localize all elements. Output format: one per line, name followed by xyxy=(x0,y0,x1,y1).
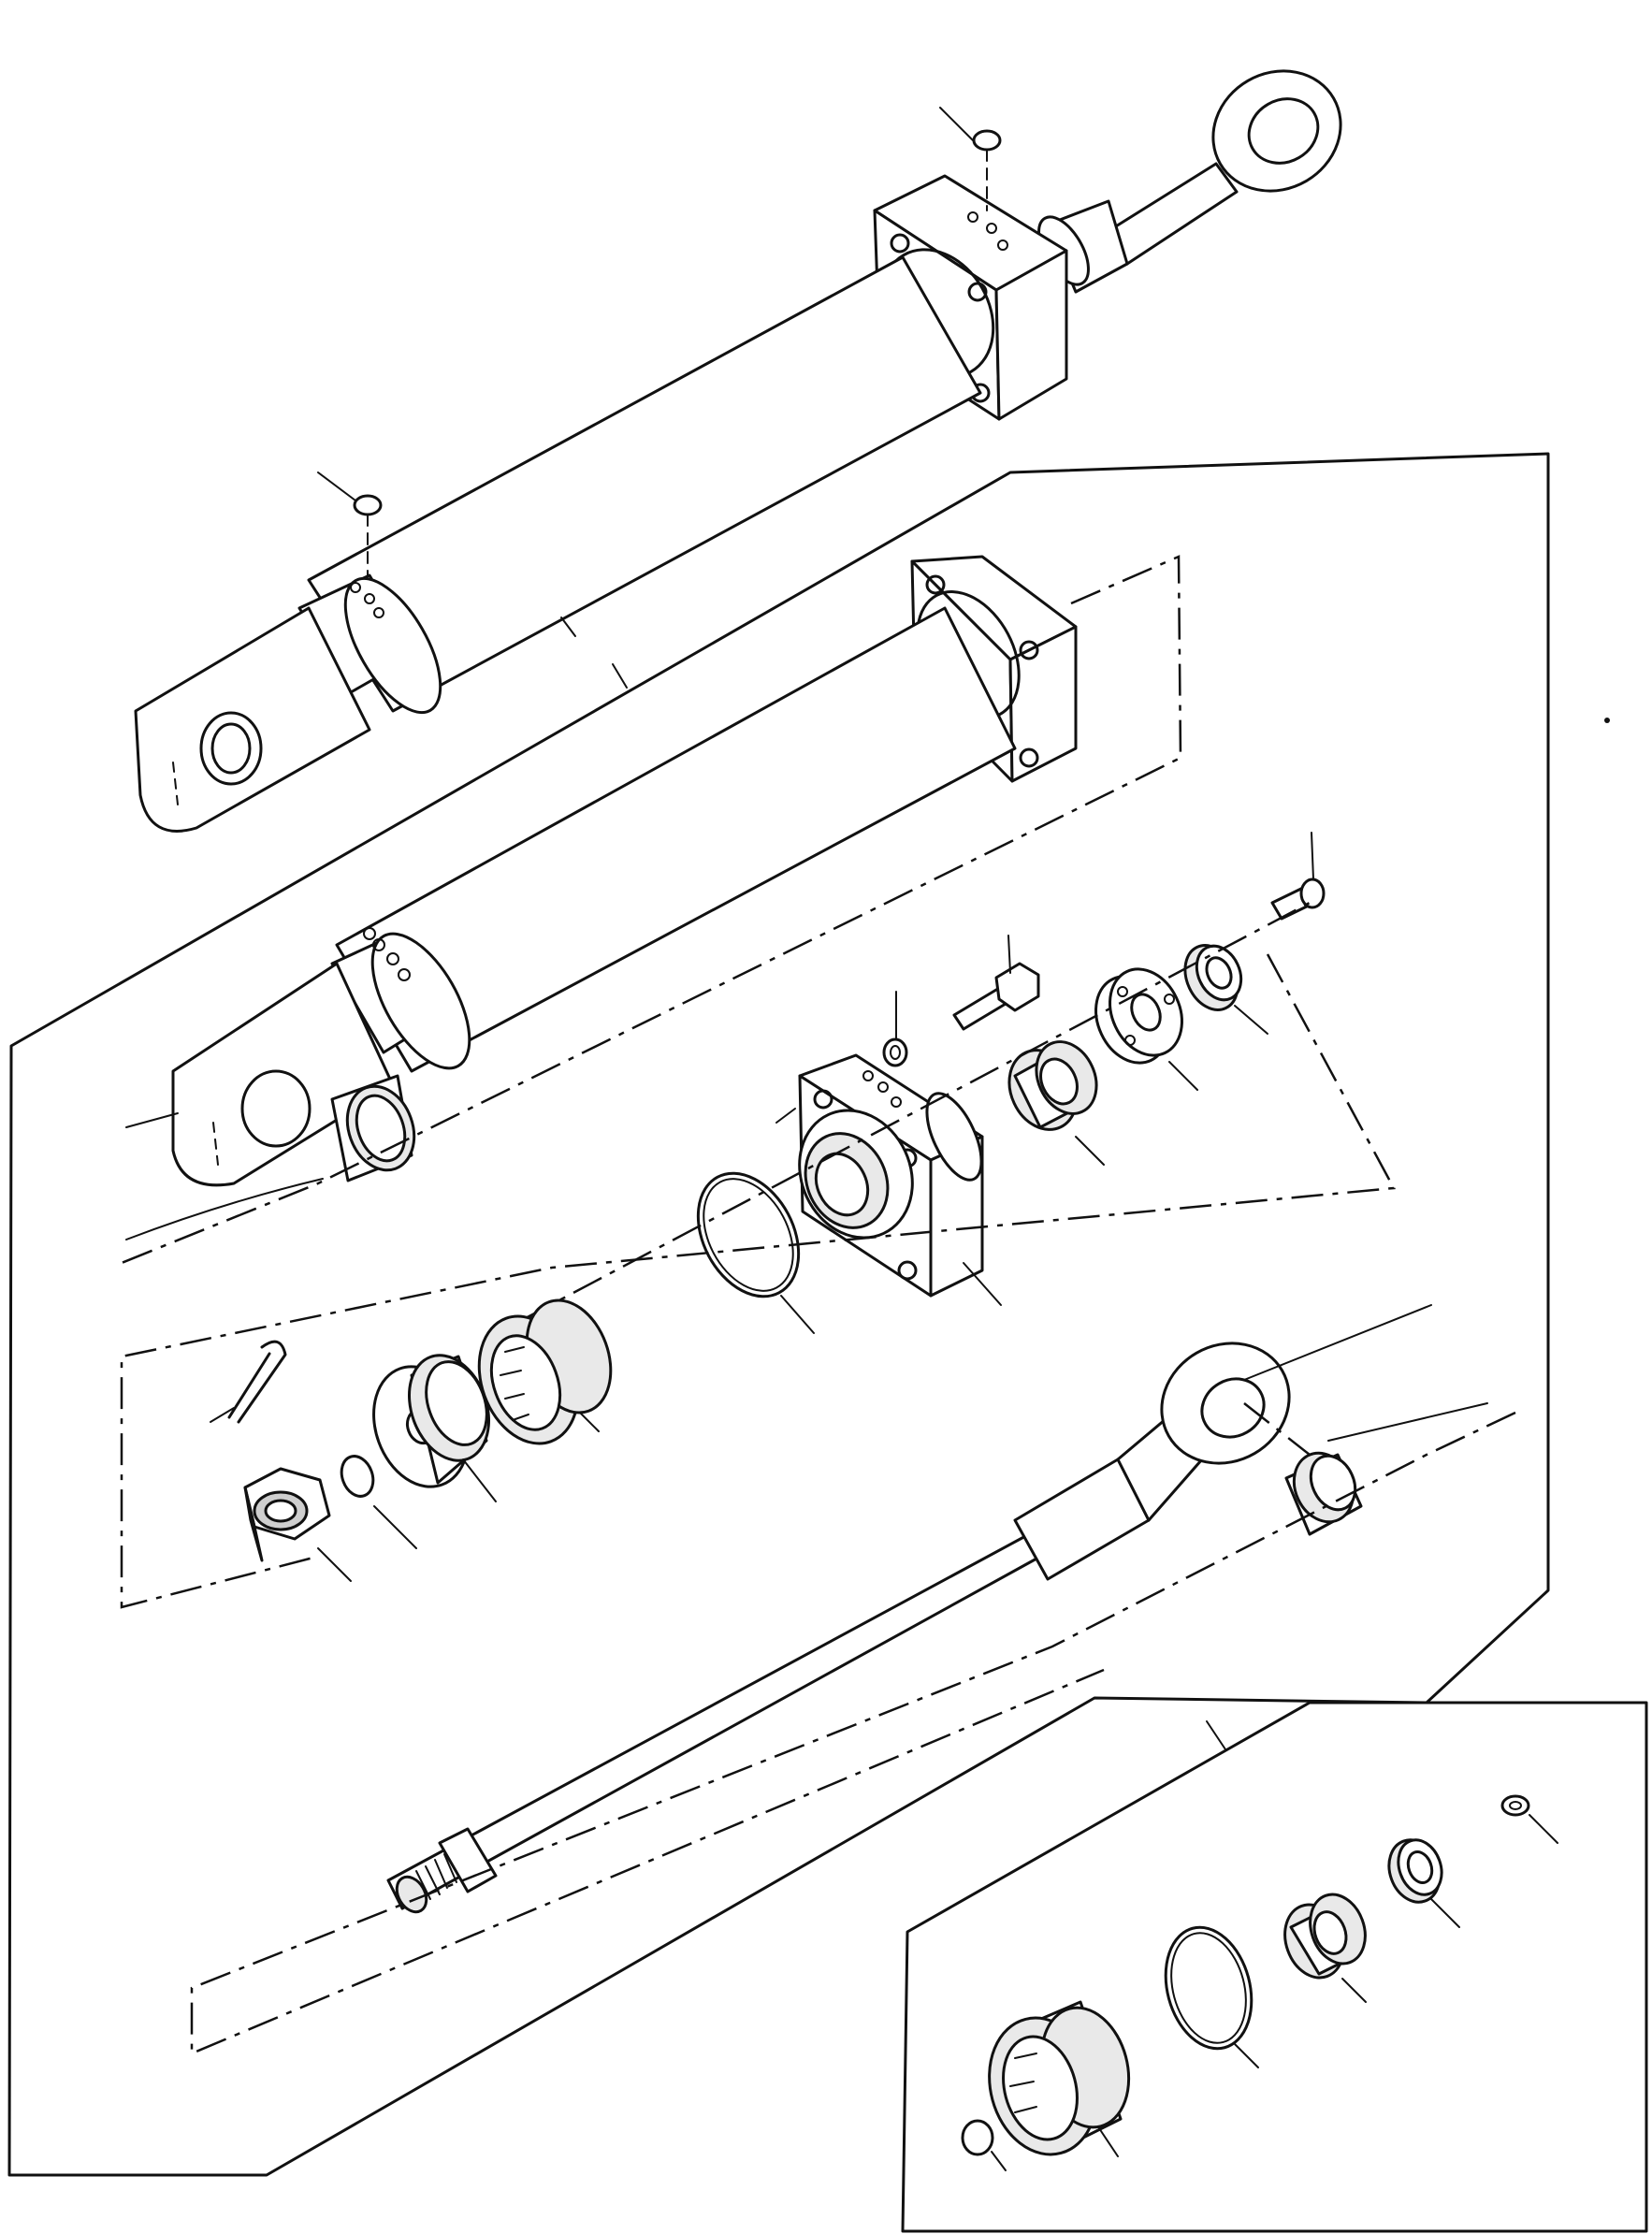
cylinder-head xyxy=(798,1053,984,1298)
grease-fitting-rod-end xyxy=(939,107,1002,211)
kit-washer xyxy=(1500,1794,1558,1844)
kit-dust-wiper xyxy=(1387,1838,1460,1928)
rod-group-line xyxy=(1327,1402,1488,1442)
retainer-plate xyxy=(1094,967,1198,1091)
callout-leader xyxy=(560,617,576,637)
callout-leader xyxy=(775,1108,796,1124)
stray-mark xyxy=(1604,718,1610,723)
head-o-ring xyxy=(696,1171,815,1334)
kit-o-ring-small xyxy=(961,2119,1007,2171)
piston xyxy=(372,1354,497,1502)
barrel-subassembly xyxy=(171,555,1078,1187)
piston-rod xyxy=(386,1342,1311,1914)
callout-leader xyxy=(963,1262,1002,1306)
grease-fitting-clevis-end xyxy=(317,471,383,576)
assembled-rod-eye xyxy=(1037,69,1342,294)
barrel-bushing xyxy=(125,1074,416,1240)
callout-leader xyxy=(125,1112,179,1128)
cotter-pin xyxy=(210,1340,287,1424)
assembly-axis xyxy=(523,901,1311,1321)
assembled-clevis-end xyxy=(134,573,442,833)
barrel-subgroup-frame xyxy=(121,555,1182,1265)
rod-subgroup-frame xyxy=(190,1411,1516,2055)
seal-kit-frame xyxy=(901,1701,1648,2233)
rod-group-line xyxy=(1243,1304,1432,1381)
lock-washer xyxy=(882,991,908,1067)
exploded-group-frame xyxy=(7,452,1550,2177)
assembled-cylinder xyxy=(134,69,1342,833)
callout-leader xyxy=(1206,1720,1226,1750)
kit-rod-seal xyxy=(1283,1893,1367,2003)
kit-piston-seal xyxy=(988,2000,1131,2157)
dust-wiper xyxy=(1183,944,1268,1035)
rod-bushing xyxy=(1284,1451,1363,1536)
kit-head-o-ring xyxy=(1164,1925,1259,2068)
castle-nut xyxy=(243,1467,352,1582)
piston-o-ring xyxy=(340,1455,417,1549)
hex-bolt xyxy=(952,935,1040,1031)
piston-seal xyxy=(477,1298,613,1445)
callout-leader xyxy=(612,663,628,689)
rod-seal xyxy=(1007,1040,1105,1166)
set-screw xyxy=(1270,832,1326,921)
